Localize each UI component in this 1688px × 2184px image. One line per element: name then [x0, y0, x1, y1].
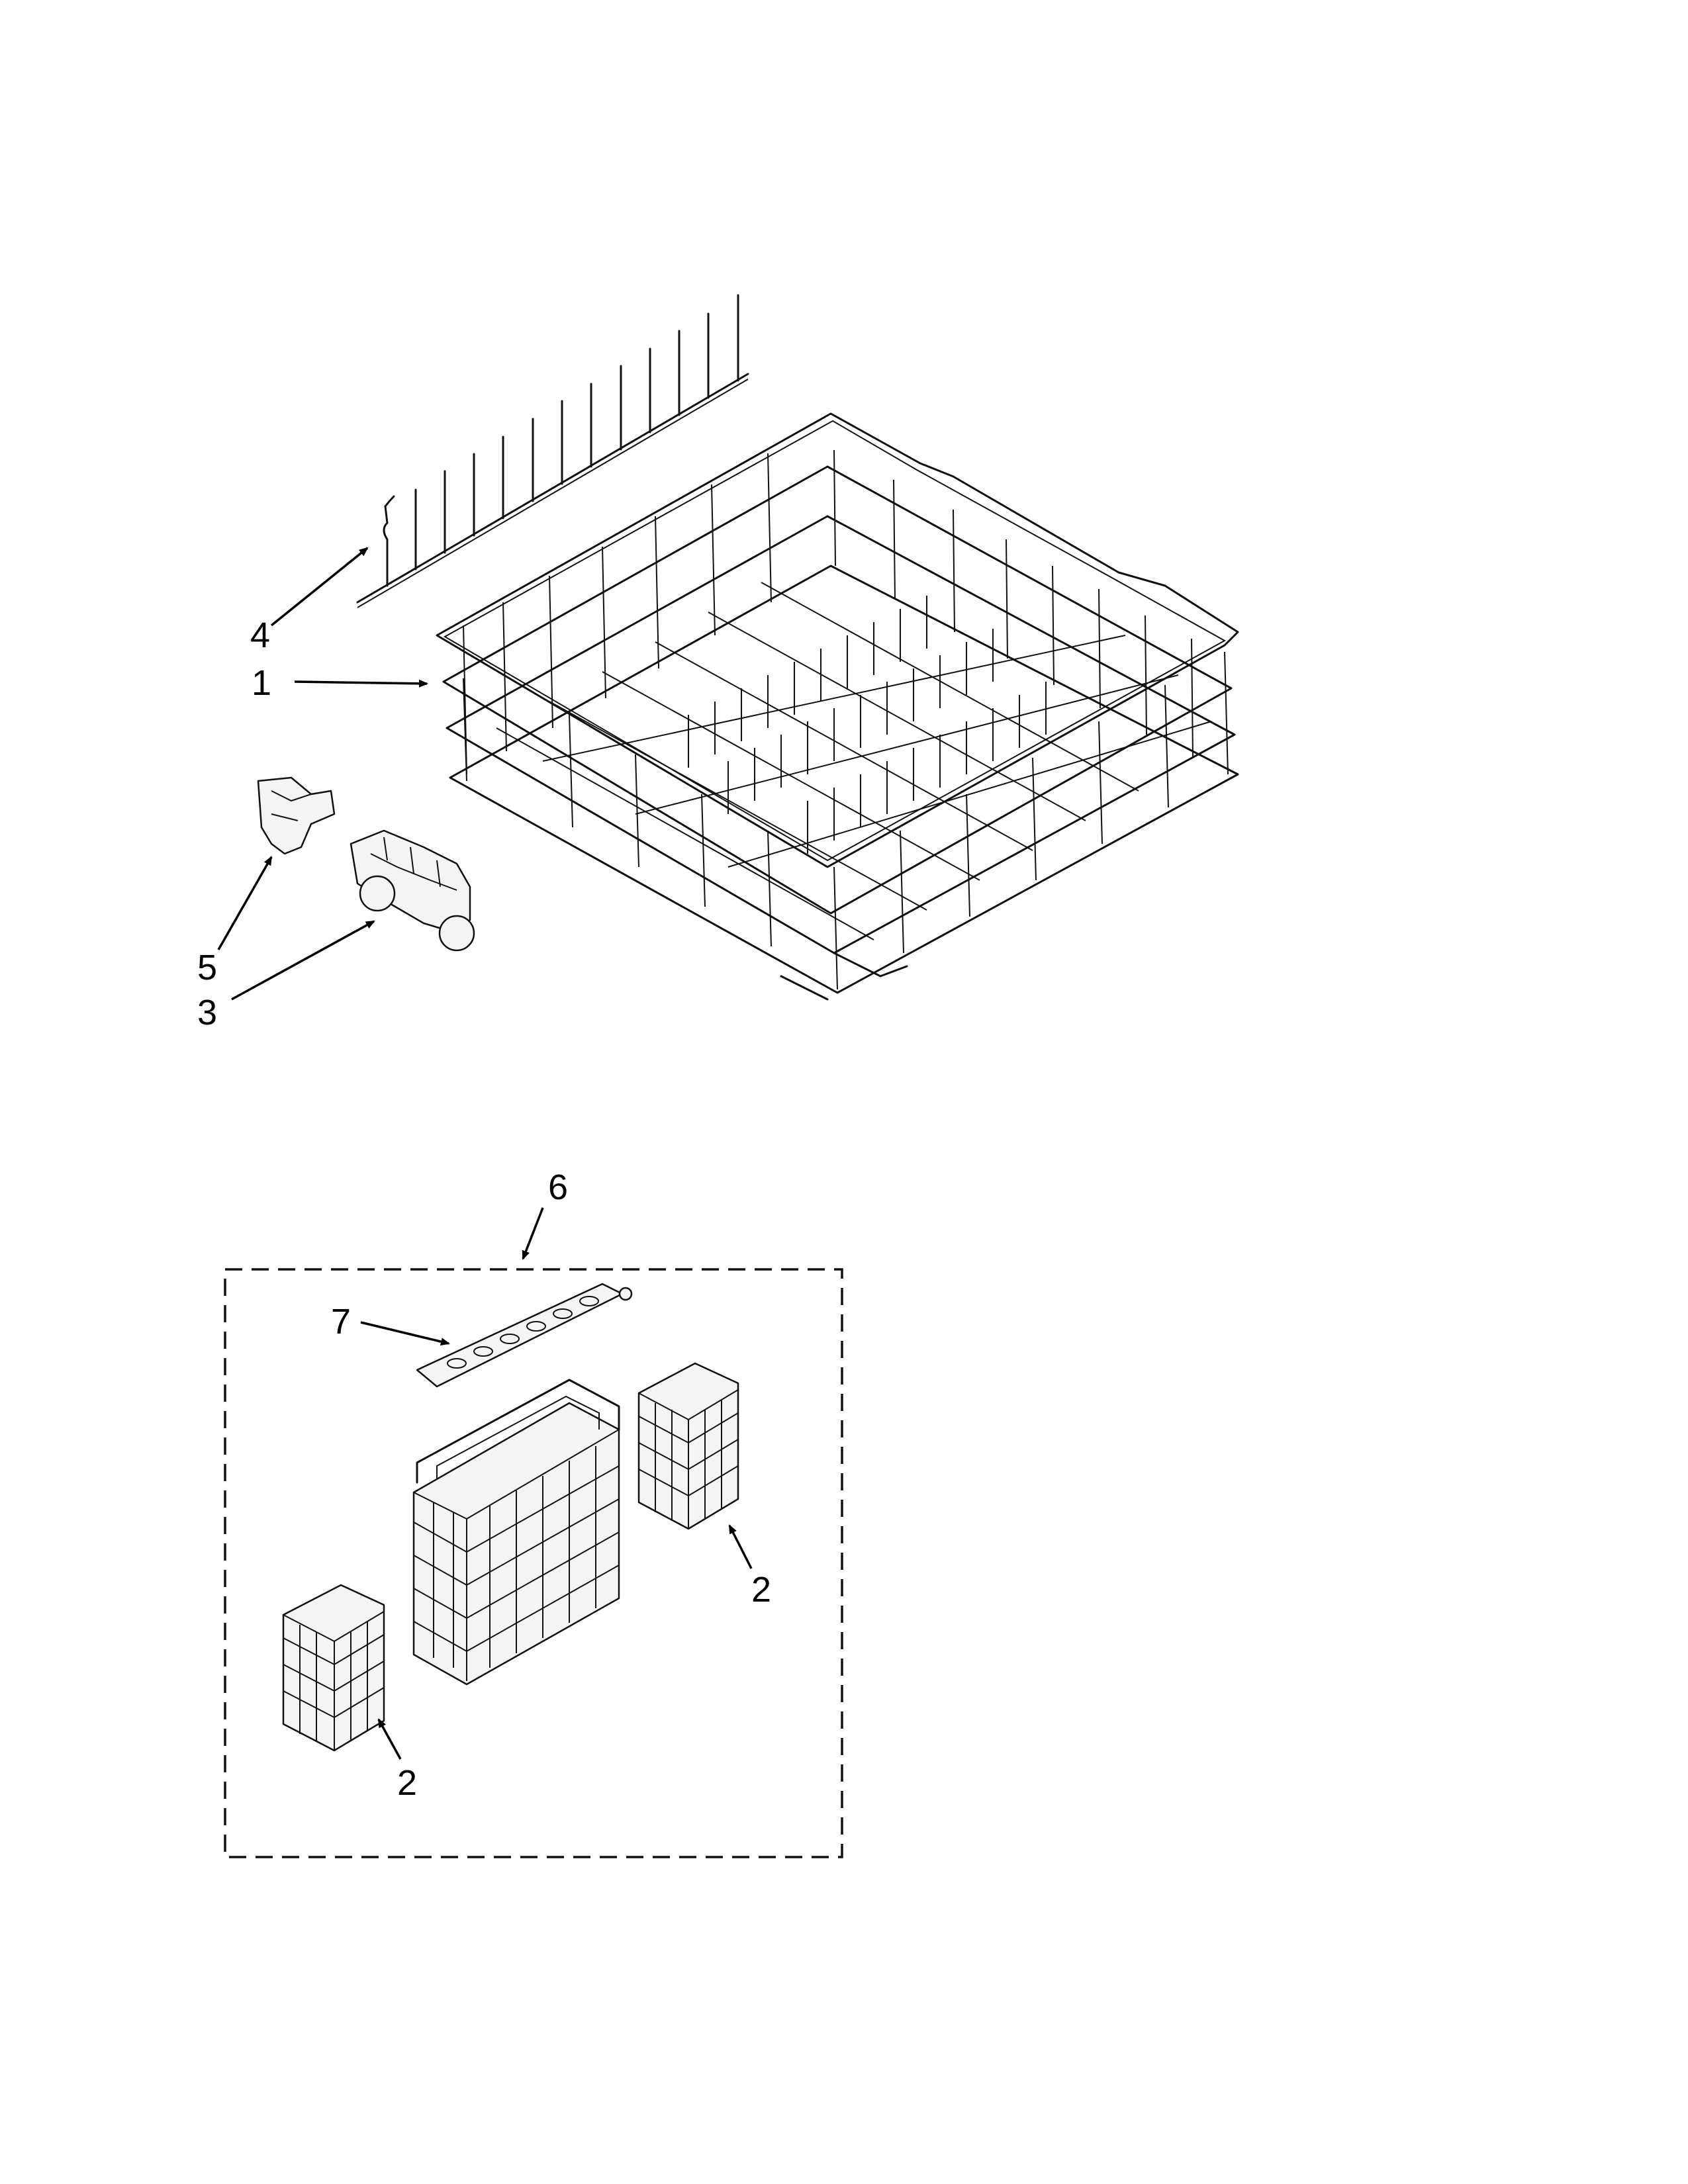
- leader-line-2-left: [377, 1718, 402, 1760]
- rack-clip-part: [257, 776, 336, 855]
- basket-cover-part: [416, 1283, 633, 1388]
- small-basket-right-part: [637, 1362, 739, 1530]
- callout-4: 4: [250, 615, 270, 655]
- tine-row-part: [356, 294, 749, 608]
- lower-rack-part: [436, 412, 1239, 1001]
- small-basket-left-part: [282, 1584, 385, 1752]
- leader-line-4: [270, 547, 369, 627]
- basket-kit-dashed-box: [224, 1268, 843, 1858]
- leader-line-2-right: [728, 1524, 753, 1569]
- main-silverware-basket-part: [412, 1379, 620, 1686]
- callout-2-right: 2: [751, 1570, 771, 1610]
- callout-3: 3: [197, 993, 217, 1032]
- callout-1: 1: [252, 663, 271, 703]
- callout-5: 5: [197, 948, 217, 987]
- leader-line-1: [294, 679, 428, 688]
- leader-line-7: [360, 1321, 450, 1346]
- leader-line-3: [231, 920, 375, 1001]
- leader-line-6: [522, 1207, 544, 1260]
- callout-2-left: 2: [397, 1763, 417, 1803]
- callout-7: 7: [331, 1302, 351, 1342]
- wheel-assembly-part: [350, 829, 475, 952]
- leader-line-5: [217, 856, 273, 950]
- callout-6: 6: [548, 1167, 568, 1207]
